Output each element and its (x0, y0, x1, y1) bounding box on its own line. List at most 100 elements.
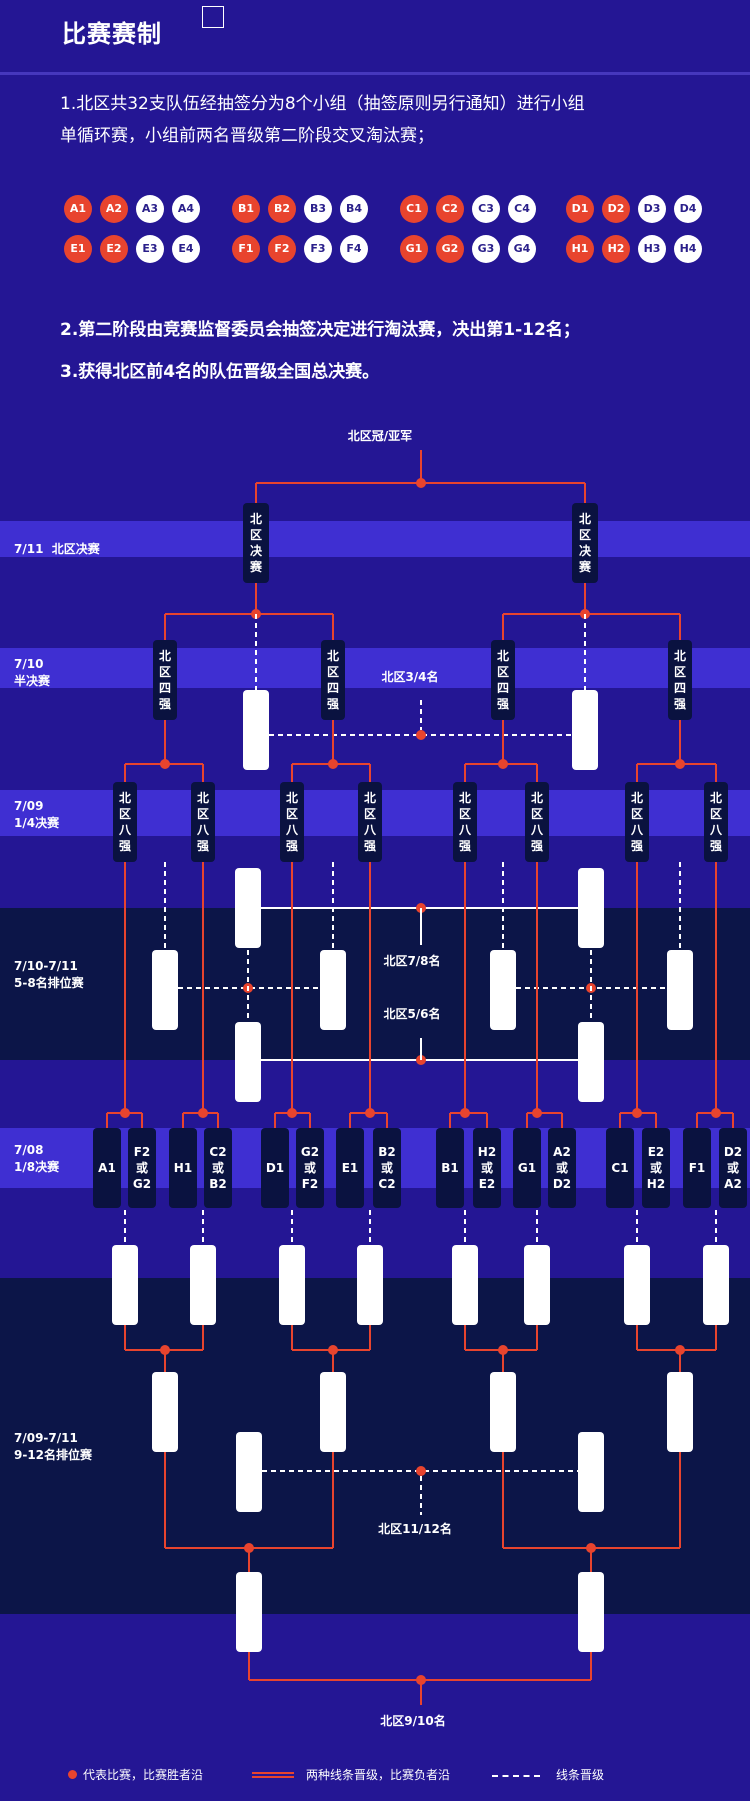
group-team-a4: A4 (172, 195, 200, 223)
group-team-b4: B4 (340, 195, 368, 223)
group-team-c2: C2 (436, 195, 464, 223)
r16-team-d1: D1 (261, 1128, 289, 1208)
group-team-f3: F3 (304, 235, 332, 263)
group-team-a2: A2 (100, 195, 128, 223)
place910-slot-right (578, 1572, 604, 1652)
place912-entry-slot-6 (524, 1245, 550, 1325)
group-team-e2: E2 (100, 235, 128, 263)
place58-slot-4 (667, 950, 693, 1030)
r16-team-5-b: H2 或 E2 (473, 1128, 501, 1208)
page-title: 比赛赛制 (62, 20, 162, 48)
r16-team-e1: E1 (336, 1128, 364, 1208)
place912-semi-slot-3 (490, 1372, 516, 1452)
r16-team-1-b: F2 或 G2 (128, 1128, 156, 1208)
r16-team-c1: C1 (606, 1128, 634, 1208)
quarter-node-5: 北 区 八 强 (453, 782, 477, 862)
close-icon[interactable] (202, 6, 224, 28)
place912-entry-slot-8 (703, 1245, 729, 1325)
group-team-g4: G4 (508, 235, 536, 263)
semi-node-4: 北 区 四 强 (668, 640, 692, 720)
quarter-node-2: 北 区 八 强 (191, 782, 215, 862)
quarter-node-3: 北 区 八 强 (280, 782, 304, 862)
place78-slot-left (235, 868, 261, 948)
place912-entry-slot-1 (112, 1245, 138, 1325)
group-team-c4: C4 (508, 195, 536, 223)
group-team-a1: A1 (64, 195, 92, 223)
red-line-icon (252, 1772, 294, 1778)
eleventh-place-label: 北区11/12名 (378, 1522, 452, 1536)
place910-slot-left (236, 1572, 262, 1652)
band-semi (0, 648, 750, 688)
r16-team-6-b: A2 或 D2 (548, 1128, 576, 1208)
semi-node-2: 北 区 四 强 (321, 640, 345, 720)
r16-team-2-b: C2 或 B2 (204, 1128, 232, 1208)
semi-node-1: 北 区 四 强 (153, 640, 177, 720)
group-team-d2: D2 (602, 195, 630, 223)
place58-slot-3 (490, 950, 516, 1030)
group-team-d4: D4 (674, 195, 702, 223)
r16-team-8-b: D2 或 A2 (719, 1128, 747, 1208)
r16-team-a1: A1 (93, 1128, 121, 1208)
group-team-f1: F1 (232, 235, 260, 263)
group-team-f2: F2 (268, 235, 296, 263)
rule-line-3: 2.第二阶段由竞赛监督委员会抽签决定进行淘汰赛，决出第1-12名； (60, 320, 580, 340)
final-node-right: 北 区 决 赛 (572, 503, 598, 583)
place58-slot-1 (152, 950, 178, 1030)
round-final-label: 7/11 北区决赛 (14, 542, 100, 556)
divider (0, 72, 750, 75)
third-place-slot-left (243, 690, 269, 770)
match-dot (416, 1466, 426, 1476)
quarter-node-6: 北 区 八 强 (525, 782, 549, 862)
semi-node-3: 北 区 四 强 (491, 640, 515, 720)
place912-entry-slot-3 (279, 1245, 305, 1325)
place912-entry-slot-5 (452, 1245, 478, 1325)
place912-semi-slot-2 (320, 1372, 346, 1452)
group-team-e3: E3 (136, 235, 164, 263)
place1112-slot-left (236, 1432, 262, 1512)
quarter-node-8: 北 区 八 强 (704, 782, 728, 862)
red-dot-icon (68, 1770, 77, 1779)
group-team-h3: H3 (638, 235, 666, 263)
place58-slot-2 (320, 950, 346, 1030)
fifth-place-label: 北区5/6名 (383, 1007, 441, 1021)
place78-slot-right (578, 868, 604, 948)
place1112-slot-right (578, 1432, 604, 1512)
place912-entry-slot-7 (624, 1245, 650, 1325)
r16-team-h1: H1 (169, 1128, 197, 1208)
legend-dot: 代表比赛，比赛胜者沿 (68, 1766, 203, 1783)
r16-team-7-b: E2 或 H2 (642, 1128, 670, 1208)
group-team-e1: E1 (64, 235, 92, 263)
rule-line-4: 3.获得北区前4名的队伍晋级全国总决赛。 (60, 362, 380, 382)
quarter-node-7: 北 区 八 强 (625, 782, 649, 862)
group-team-e4: E4 (172, 235, 200, 263)
r16-team-f1: F1 (683, 1128, 711, 1208)
group-team-h4: H4 (674, 235, 702, 263)
r16-team-4-b: B2 或 C2 (373, 1128, 401, 1208)
place912-semi-slot-1 (152, 1372, 178, 1452)
group-team-d1: D1 (566, 195, 594, 223)
legend-red-line: 两种线条晋级，比赛负者沿 (306, 1768, 451, 1782)
ninth-place-label: 北区9/10名 (380, 1714, 446, 1728)
group-team-c1: C1 (400, 195, 428, 223)
group-team-d3: D3 (638, 195, 666, 223)
third-place-label: 北区3/4名 (381, 670, 439, 684)
quarter-node-1: 北 区 八 强 (113, 782, 137, 862)
seventh-place-label: 北区7/8名 (383, 954, 441, 968)
final-node-left: 北 区 决 赛 (243, 503, 269, 583)
group-team-h1: H1 (566, 235, 594, 263)
place56-slot-left (235, 1022, 261, 1102)
place56-slot-right (578, 1022, 604, 1102)
group-team-g3: G3 (472, 235, 500, 263)
legend-dashed: 线条晋级 (556, 1768, 605, 1782)
group-team-g2: G2 (436, 235, 464, 263)
r16-team-3-b: G2 或 F2 (296, 1128, 324, 1208)
group-team-f4: F4 (340, 235, 368, 263)
rule-line-2: 单循环赛，小组前两名晋级第二阶段交叉淘汰赛； (60, 126, 434, 146)
group-team-g1: G1 (400, 235, 428, 263)
group-team-c3: C3 (472, 195, 500, 223)
